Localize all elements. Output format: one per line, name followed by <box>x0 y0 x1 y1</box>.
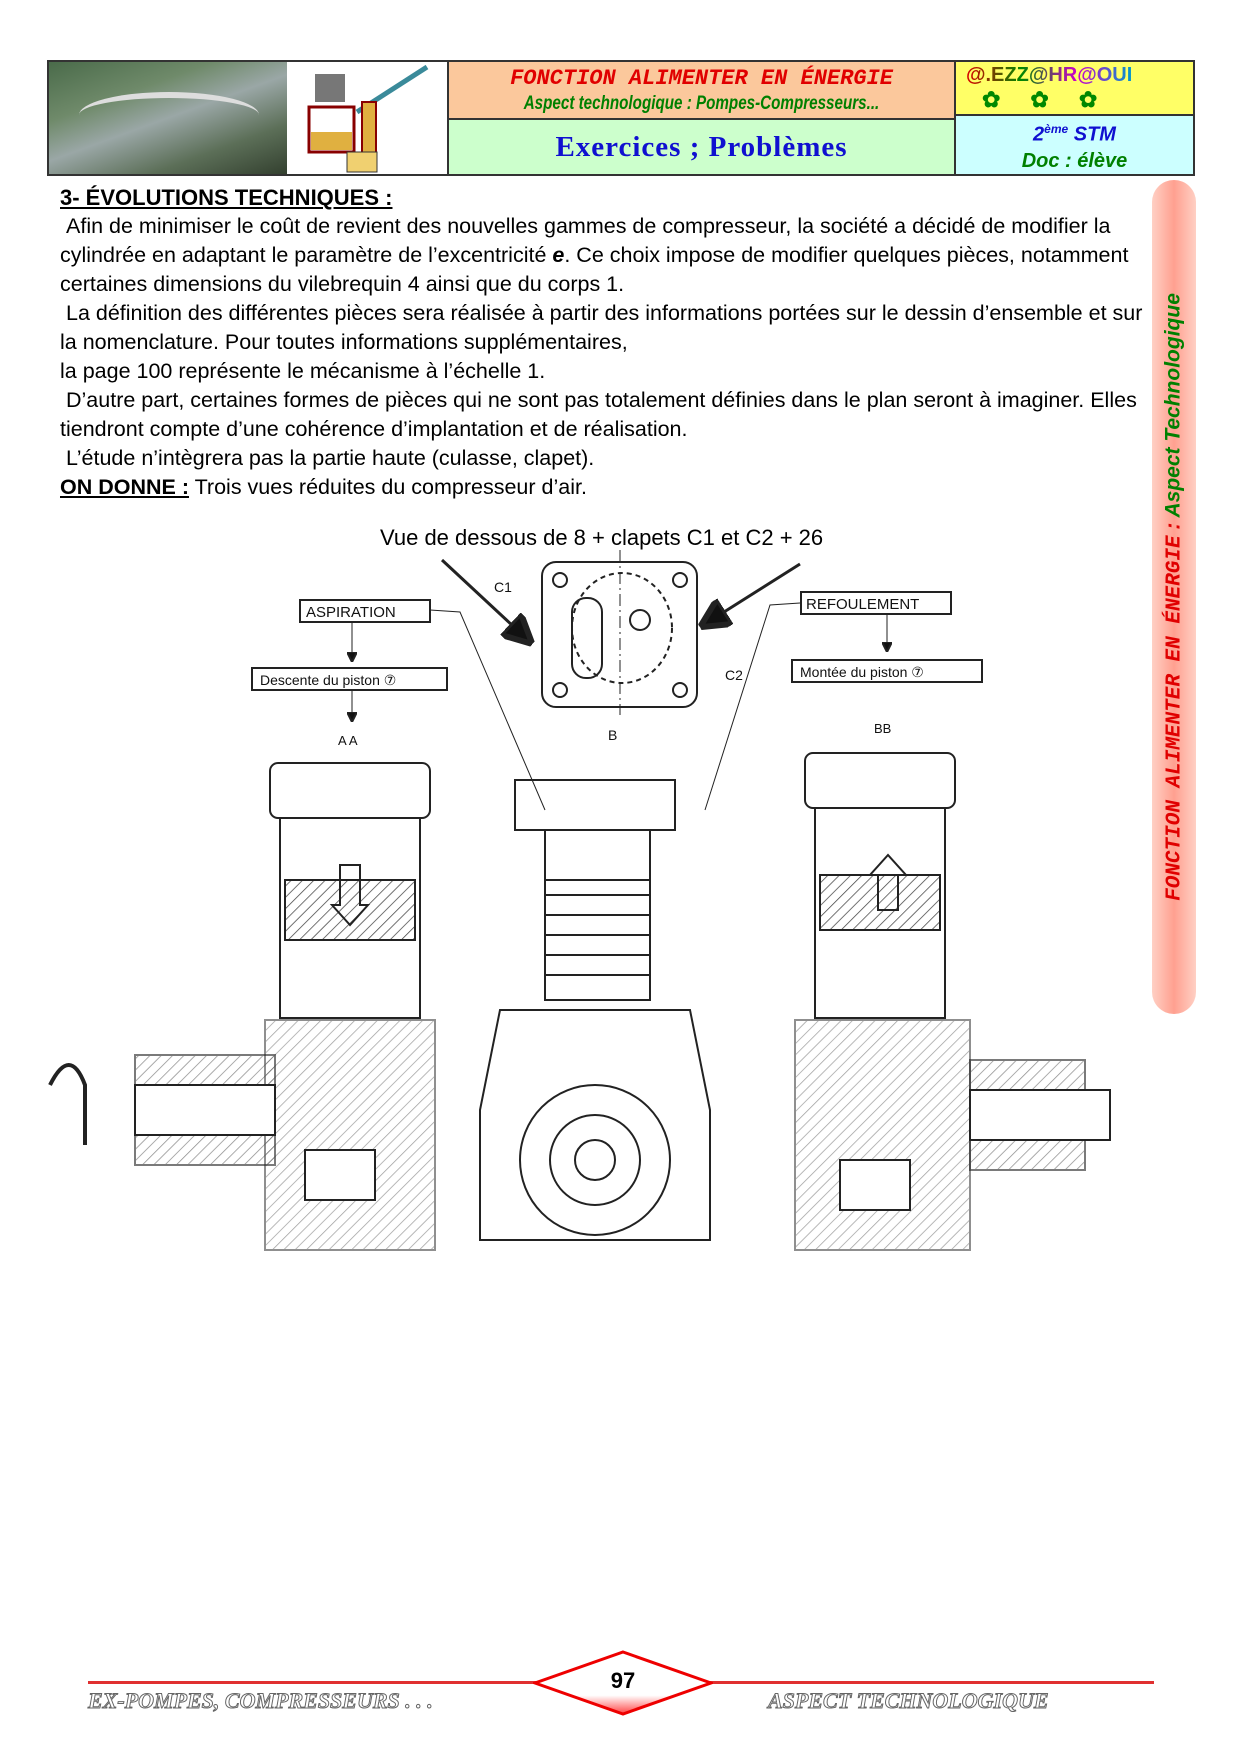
section-heading: 3- ÉVOLUTIONS TECHNIQUES : <box>60 185 393 210</box>
bottom-view <box>541 550 698 715</box>
label-aspiration: ASPIRATION <box>306 604 396 621</box>
footer-right: ASPECT TECHNOLOGIQUE <box>768 1688 1050 1714</box>
author-block: @.EZZ@HR@OUI ✿✿✿ <box>956 62 1193 117</box>
section-aa-view <box>48 762 436 1251</box>
paragraph-2: La définition des différentes pièces ser… <box>60 301 1143 354</box>
p1-text-end: . Ce choix impose de modifier quelques p… <box>60 243 1129 296</box>
given-line: ON DONNE : Trois vues réduites du compre… <box>60 473 1150 502</box>
content: 3- ÉVOLUTIONS TECHNIQUES : Afin de minim… <box>60 183 1150 502</box>
p1-text: Afin de minimiser le coût de revient des… <box>60 214 1111 267</box>
footer-left: EX-POMPES, COMPRESSEURS . . . <box>88 1688 434 1714</box>
paragraph-4: D’autre part, certaines formes de pièces… <box>60 388 1137 441</box>
section-bb-view <box>794 752 1111 1251</box>
label-section-aa: A A <box>338 733 358 748</box>
label-c1: C1 <box>494 579 512 595</box>
header-images <box>49 62 449 174</box>
drawing-caption: Vue de dessous de 8 + clapets C1 et C2 +… <box>380 525 824 550</box>
header-title: FONCTION ALIMENTER EN ÉNERGIE <box>510 66 893 91</box>
flower-icons: ✿✿✿ <box>982 87 1128 112</box>
page-number: 97 <box>610 1668 636 1693</box>
label-c2: C2 <box>725 667 743 683</box>
header-subtitle: Aspect technologique : Pompes-Compresseu… <box>523 93 880 114</box>
paragraph-5: L’étude n’intègrera pas la partie haute … <box>66 446 595 470</box>
side-band: FONCTION ALIMENTER EN ÉNERGIE : Aspect T… <box>1152 180 1196 1014</box>
dam-photo <box>49 62 287 174</box>
label-section-bb: BB <box>874 721 891 736</box>
label-ba: B A <box>585 1258 606 1260</box>
eccentricity-symbol: e <box>552 243 565 267</box>
label-descente: Descente du piston ⑦ <box>260 672 396 688</box>
label-refoulement: REFOULEMENT <box>806 596 919 613</box>
level-text: STM <box>1068 124 1116 146</box>
section-title: Exercices ; Problèmes <box>555 130 848 163</box>
paragraph-1: Afin de minimiser le coût de revient des… <box>60 212 1150 299</box>
level-num: 2 <box>1033 124 1045 146</box>
compressor-drawing: C1 C2 ASPIRATION Descente du piston ⑦ A … <box>48 550 1111 1260</box>
label-b: B <box>608 727 617 743</box>
page-diamond <box>533 1650 713 1716</box>
paragraph-3: la page 100 représente le mécanisme à l’… <box>60 359 546 383</box>
label-montee: Montée du piston ⑦ <box>800 664 924 680</box>
side-band-subtitle: Aspect Technologique <box>1161 293 1185 518</box>
header: FONCTION ALIMENTER EN ÉNERGIE Aspect tec… <box>47 60 1195 176</box>
given-label: ON DONNE : <box>60 475 189 499</box>
doc-label: Doc : élève <box>1021 150 1128 172</box>
footer: EX-POMPES, COMPRESSEURS . . . 97 ASPECT … <box>88 1640 1154 1730</box>
author: @.EZZ@HR@OUI <box>966 64 1133 86</box>
given-text: Trois vues réduites du compresseur d’air… <box>189 475 587 499</box>
level-sup: ème <box>1044 122 1069 137</box>
front-view: B A <box>479 779 711 1260</box>
pump-illustration <box>287 62 447 174</box>
